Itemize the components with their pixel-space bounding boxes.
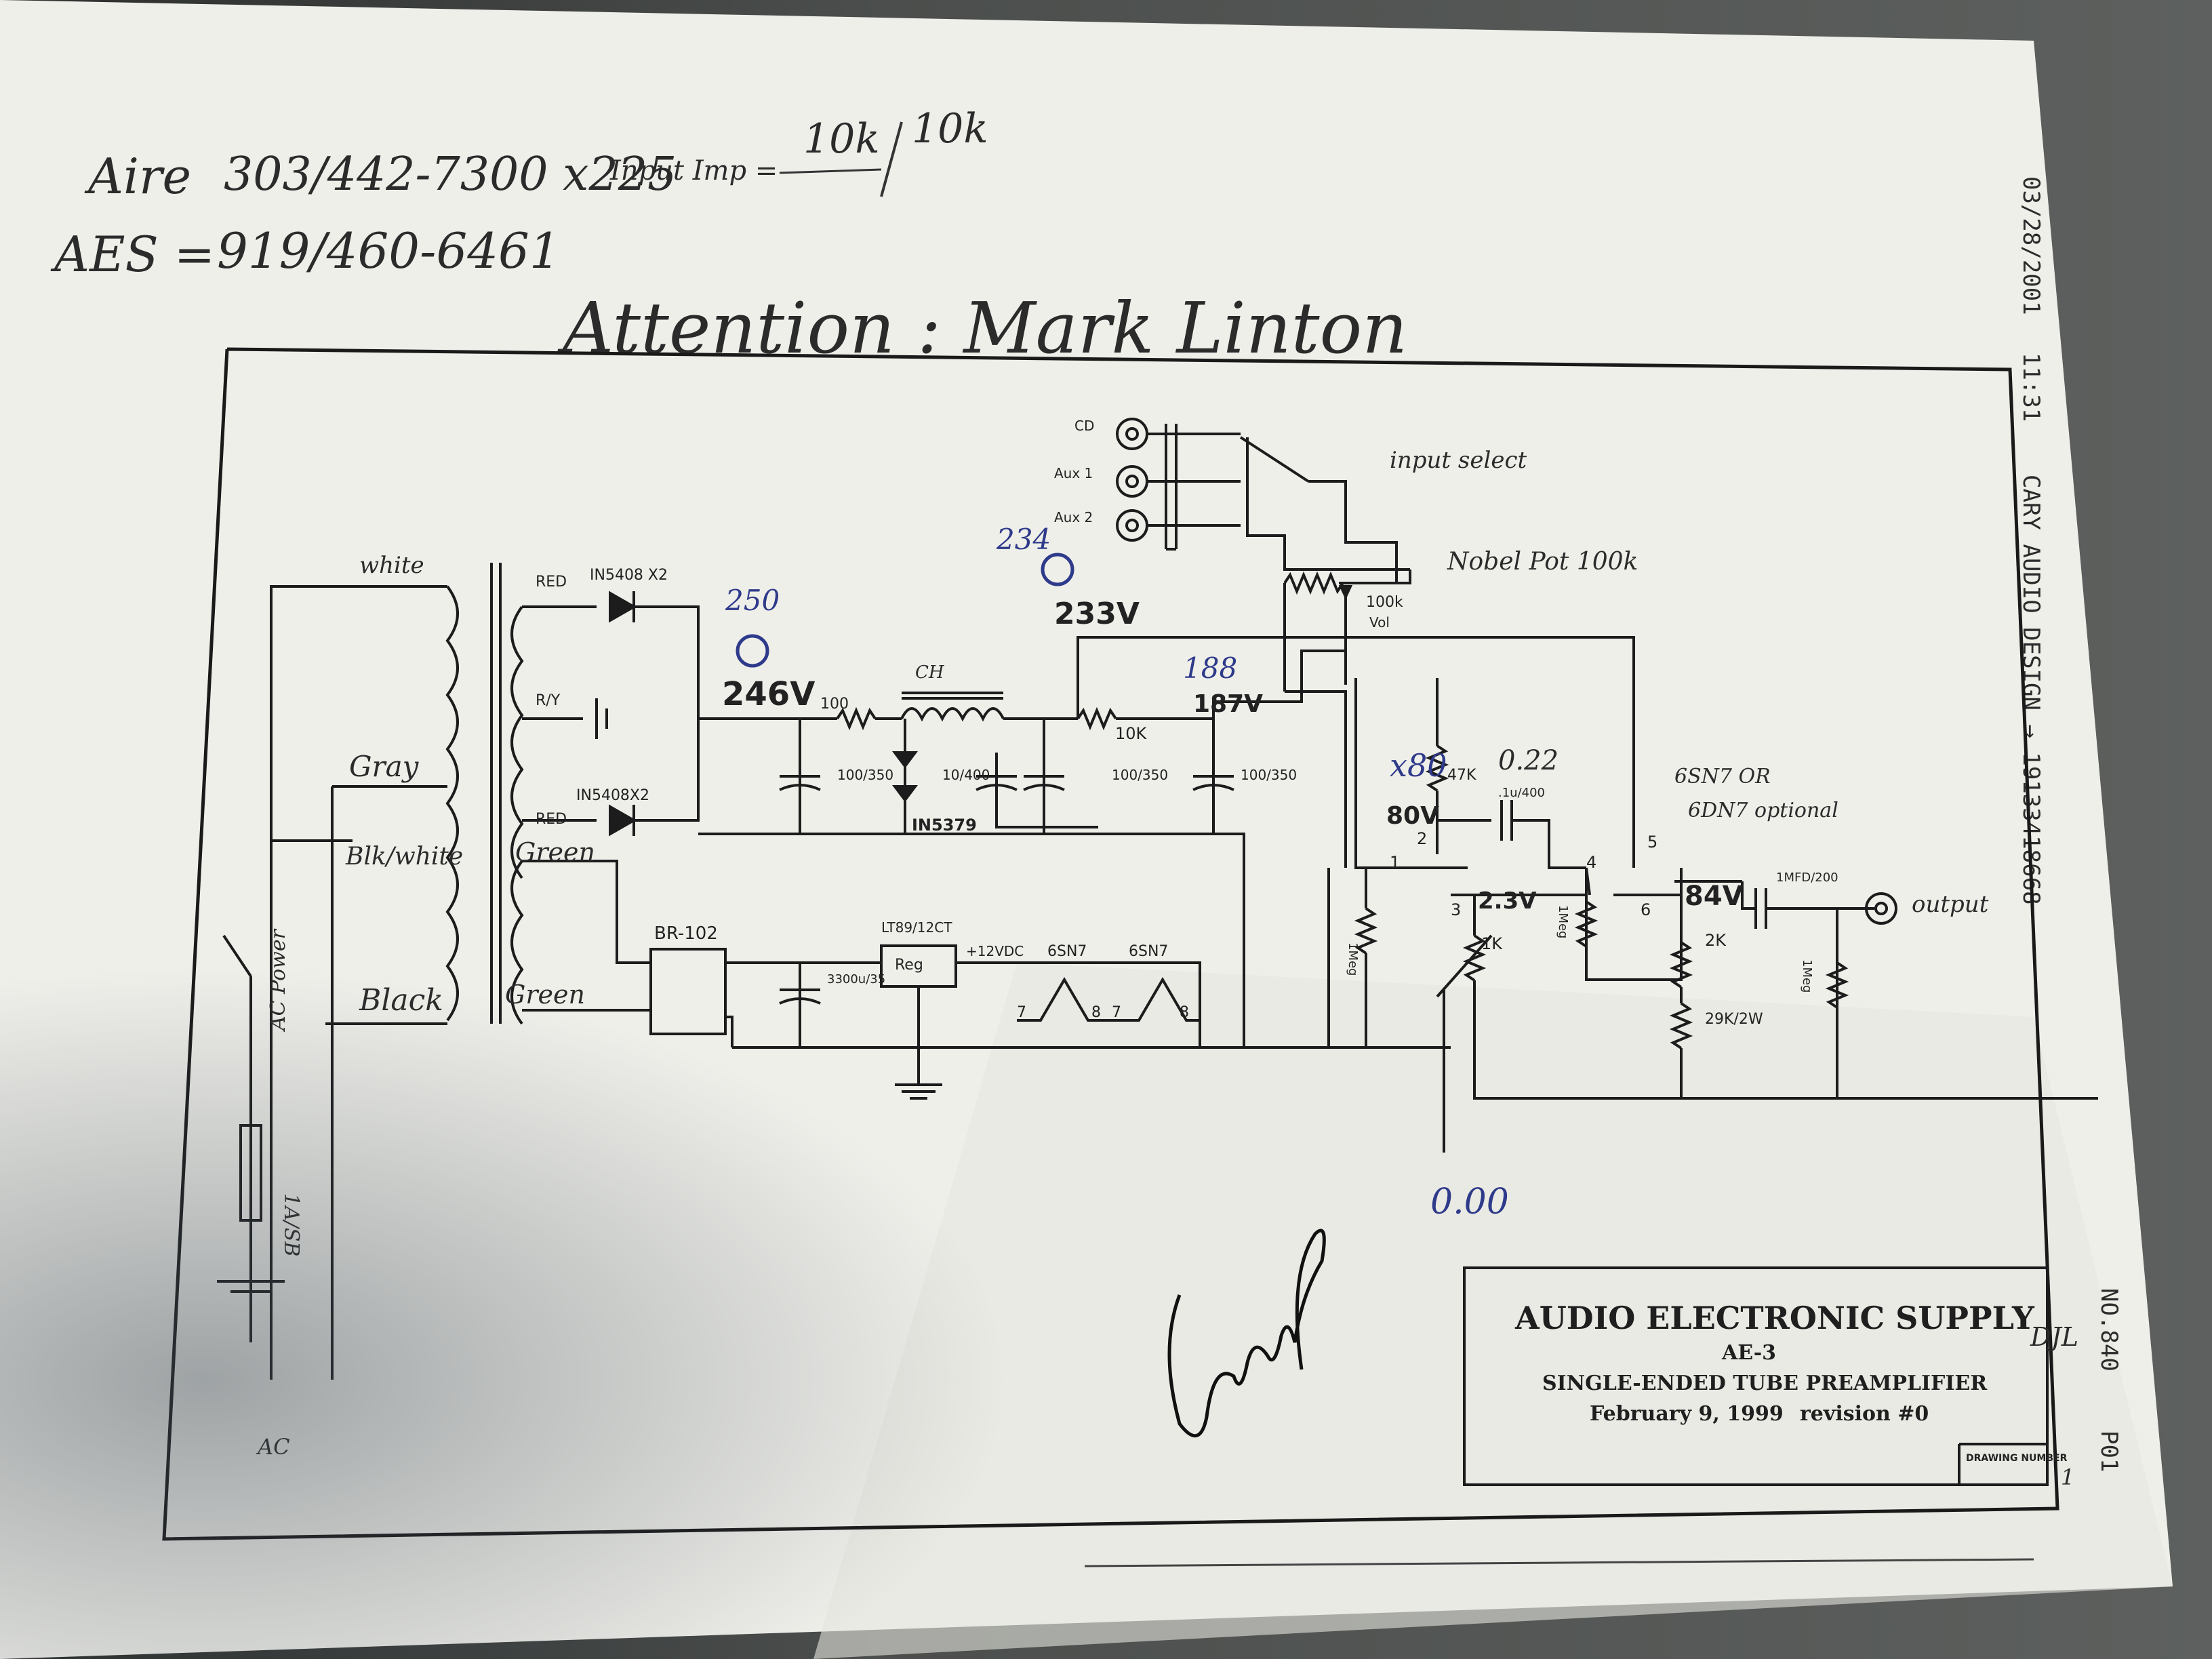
header-phone-aire: 303/442-7300 x225 xyxy=(224,148,677,201)
regulator-12v: +12VDC xyxy=(966,943,1024,959)
regulator-label: Reg xyxy=(895,957,923,974)
resistor-1k: 1K xyxy=(1481,934,1503,953)
heater-b-label: 6SN7 xyxy=(1129,943,1168,960)
tube-pin-6: 6 xyxy=(1641,900,1651,919)
cap-3300: 3300u/35 xyxy=(827,972,885,986)
title-block: AUDIO ELECTRONIC SUPPLY AE-3 DJL SINGLE-… xyxy=(1514,1300,2078,1490)
tube-pin-5: 5 xyxy=(1647,833,1657,852)
fax-time: 11:31 xyxy=(2017,353,2045,422)
inductor-label: CH xyxy=(915,662,945,683)
fax-date: 03/28/2001 xyxy=(2017,176,2045,315)
wire-white-label: white xyxy=(359,552,424,579)
resistor-1meg-a: 1Meg xyxy=(1346,942,1360,976)
voltage-187: 187V xyxy=(1193,690,1263,718)
drawing-date: February 9, 1999 xyxy=(1590,1402,1784,1426)
tube-pin-3: 3 xyxy=(1451,900,1461,919)
ac-label: AC xyxy=(256,1434,290,1460)
company-name: AUDIO ELECTRONIC SUPPLY xyxy=(1514,1300,2035,1336)
pot-value: 100k xyxy=(1366,594,1403,611)
wire-gray-label: Gray xyxy=(349,750,420,783)
note-250: 250 xyxy=(725,584,780,617)
header-name-aes: AES = xyxy=(50,226,215,283)
tube-pin-1: 1 xyxy=(1390,853,1400,872)
voltage-2-3: 2.3V xyxy=(1478,887,1537,915)
fax-page: NO.840 xyxy=(2095,1288,2123,1372)
fuse-label: 1A/SB xyxy=(279,1193,303,1256)
drawing-revision: revision #0 xyxy=(1800,1402,1929,1426)
wire-black-label: Black xyxy=(359,983,443,1018)
cap-10-400: 10/400 xyxy=(942,767,990,783)
blue-scribble-a xyxy=(736,634,769,668)
resistor-2k: 2K xyxy=(1705,931,1727,950)
resistor-1meg-b: 1Meg xyxy=(1556,905,1570,938)
cap-022: 0.22 xyxy=(1498,745,1559,776)
bridge-label: BR-102 xyxy=(654,923,718,944)
drawing-number: 1 xyxy=(2061,1464,2074,1490)
input-cd-label: CD xyxy=(1074,418,1094,434)
model-name: AE-3 xyxy=(1721,1341,1776,1365)
note-000: 0.00 xyxy=(1430,1182,1509,1222)
heater-pin-7b: 7 xyxy=(1112,1004,1121,1021)
wire-green-bottom-label: Green xyxy=(505,980,585,1010)
wire-red-top-label: RED xyxy=(536,574,567,591)
note-188: 188 xyxy=(1183,652,1237,685)
input-select-note: input select xyxy=(1390,447,1527,474)
fax-strip: 03/28/2001 11:31 CARY AUDIO DESIGN → 191… xyxy=(2017,176,2045,905)
pot-note: Nobel Pot 100k xyxy=(1447,548,1638,576)
header-input-value-2: 10k xyxy=(912,105,988,153)
zener-label: IN5379 xyxy=(912,816,977,835)
schematic-labels: CD Aux 1 Aux 2 input select Nobel Pot 10… xyxy=(256,418,1989,1460)
cap-022-sub: .1u/400 xyxy=(1498,786,1545,800)
output-label: output xyxy=(1912,891,1989,918)
schematic-wires xyxy=(217,418,2098,1486)
fax-page-code: P01 xyxy=(2095,1431,2123,1472)
heater-pin-8b: 8 xyxy=(1180,1004,1189,1021)
wire-blk-white-label: Blk/white xyxy=(345,843,463,871)
drawn-by-initials: DJL xyxy=(2030,1322,2078,1352)
header-name-aire: Aire xyxy=(84,148,191,205)
cap-100-350-a: 100/350 xyxy=(837,767,893,783)
header-phone-aes: 919/460-6461 xyxy=(217,222,561,279)
voltage-80: 80V xyxy=(1386,802,1439,830)
heater-pin-8a: 8 xyxy=(1091,1004,1101,1021)
wire-green-top-label: Green xyxy=(515,837,595,867)
blue-scribble-b xyxy=(1041,553,1074,586)
resistor-10k: 10K xyxy=(1115,724,1148,743)
schematic-border xyxy=(162,347,2059,1541)
ac-power-label: AC Power xyxy=(266,928,290,1033)
cap-100-350-c: 100/350 xyxy=(1241,767,1297,783)
drawing-description: SINGLE-ENDED TUBE PREAMPLIFIER xyxy=(1542,1372,1988,1395)
resistor-1meg-c: 1Meg xyxy=(1800,959,1814,993)
resistor-47k: 47K xyxy=(1447,767,1476,784)
tube-pin-4: 4 xyxy=(1586,853,1596,872)
tube-pin-2: 2 xyxy=(1417,829,1427,848)
tube-note-b: 6DN7 optional xyxy=(1688,799,1838,822)
drawing-number-label: DRAWING NUMBER xyxy=(1966,1453,2068,1464)
resistor-100: 100 xyxy=(820,696,849,713)
wire-red-bottom-label: RED xyxy=(536,811,567,828)
resistor-29k: 29K/2W xyxy=(1705,1011,1763,1028)
tube-note-a: 6SN7 OR xyxy=(1674,765,1771,788)
voltage-84: 84V xyxy=(1685,881,1744,912)
heater-pin-7a: 7 xyxy=(1017,1004,1026,1021)
input-aux1-label: Aux 1 xyxy=(1054,465,1093,481)
fax-page-no: NO.840 xyxy=(2095,1288,2123,1372)
wire-ry-label: R/Y xyxy=(536,692,561,709)
cap-output: 1MFD/200 xyxy=(1776,871,1838,885)
input-aux2-label: Aux 2 xyxy=(1054,509,1093,525)
diode-top-label: IN5408 X2 xyxy=(590,567,668,584)
cap-100-350-b: 100/350 xyxy=(1112,767,1168,783)
note-x80: x80 xyxy=(1390,747,1447,784)
note-234: 234 xyxy=(996,523,1051,556)
voltage-246: 246V xyxy=(722,675,815,713)
pot-sub: Vol xyxy=(1369,614,1390,631)
header-input-imp: Input Imp = xyxy=(609,155,778,186)
voltage-233: 233V xyxy=(1054,597,1140,631)
diode-bottom-label: IN5408X2 xyxy=(576,787,649,804)
header-input-value-1: 10k xyxy=(803,115,880,163)
regulator-part: LT89/12CT xyxy=(881,919,952,936)
heater-a-label: 6SN7 xyxy=(1047,943,1087,960)
